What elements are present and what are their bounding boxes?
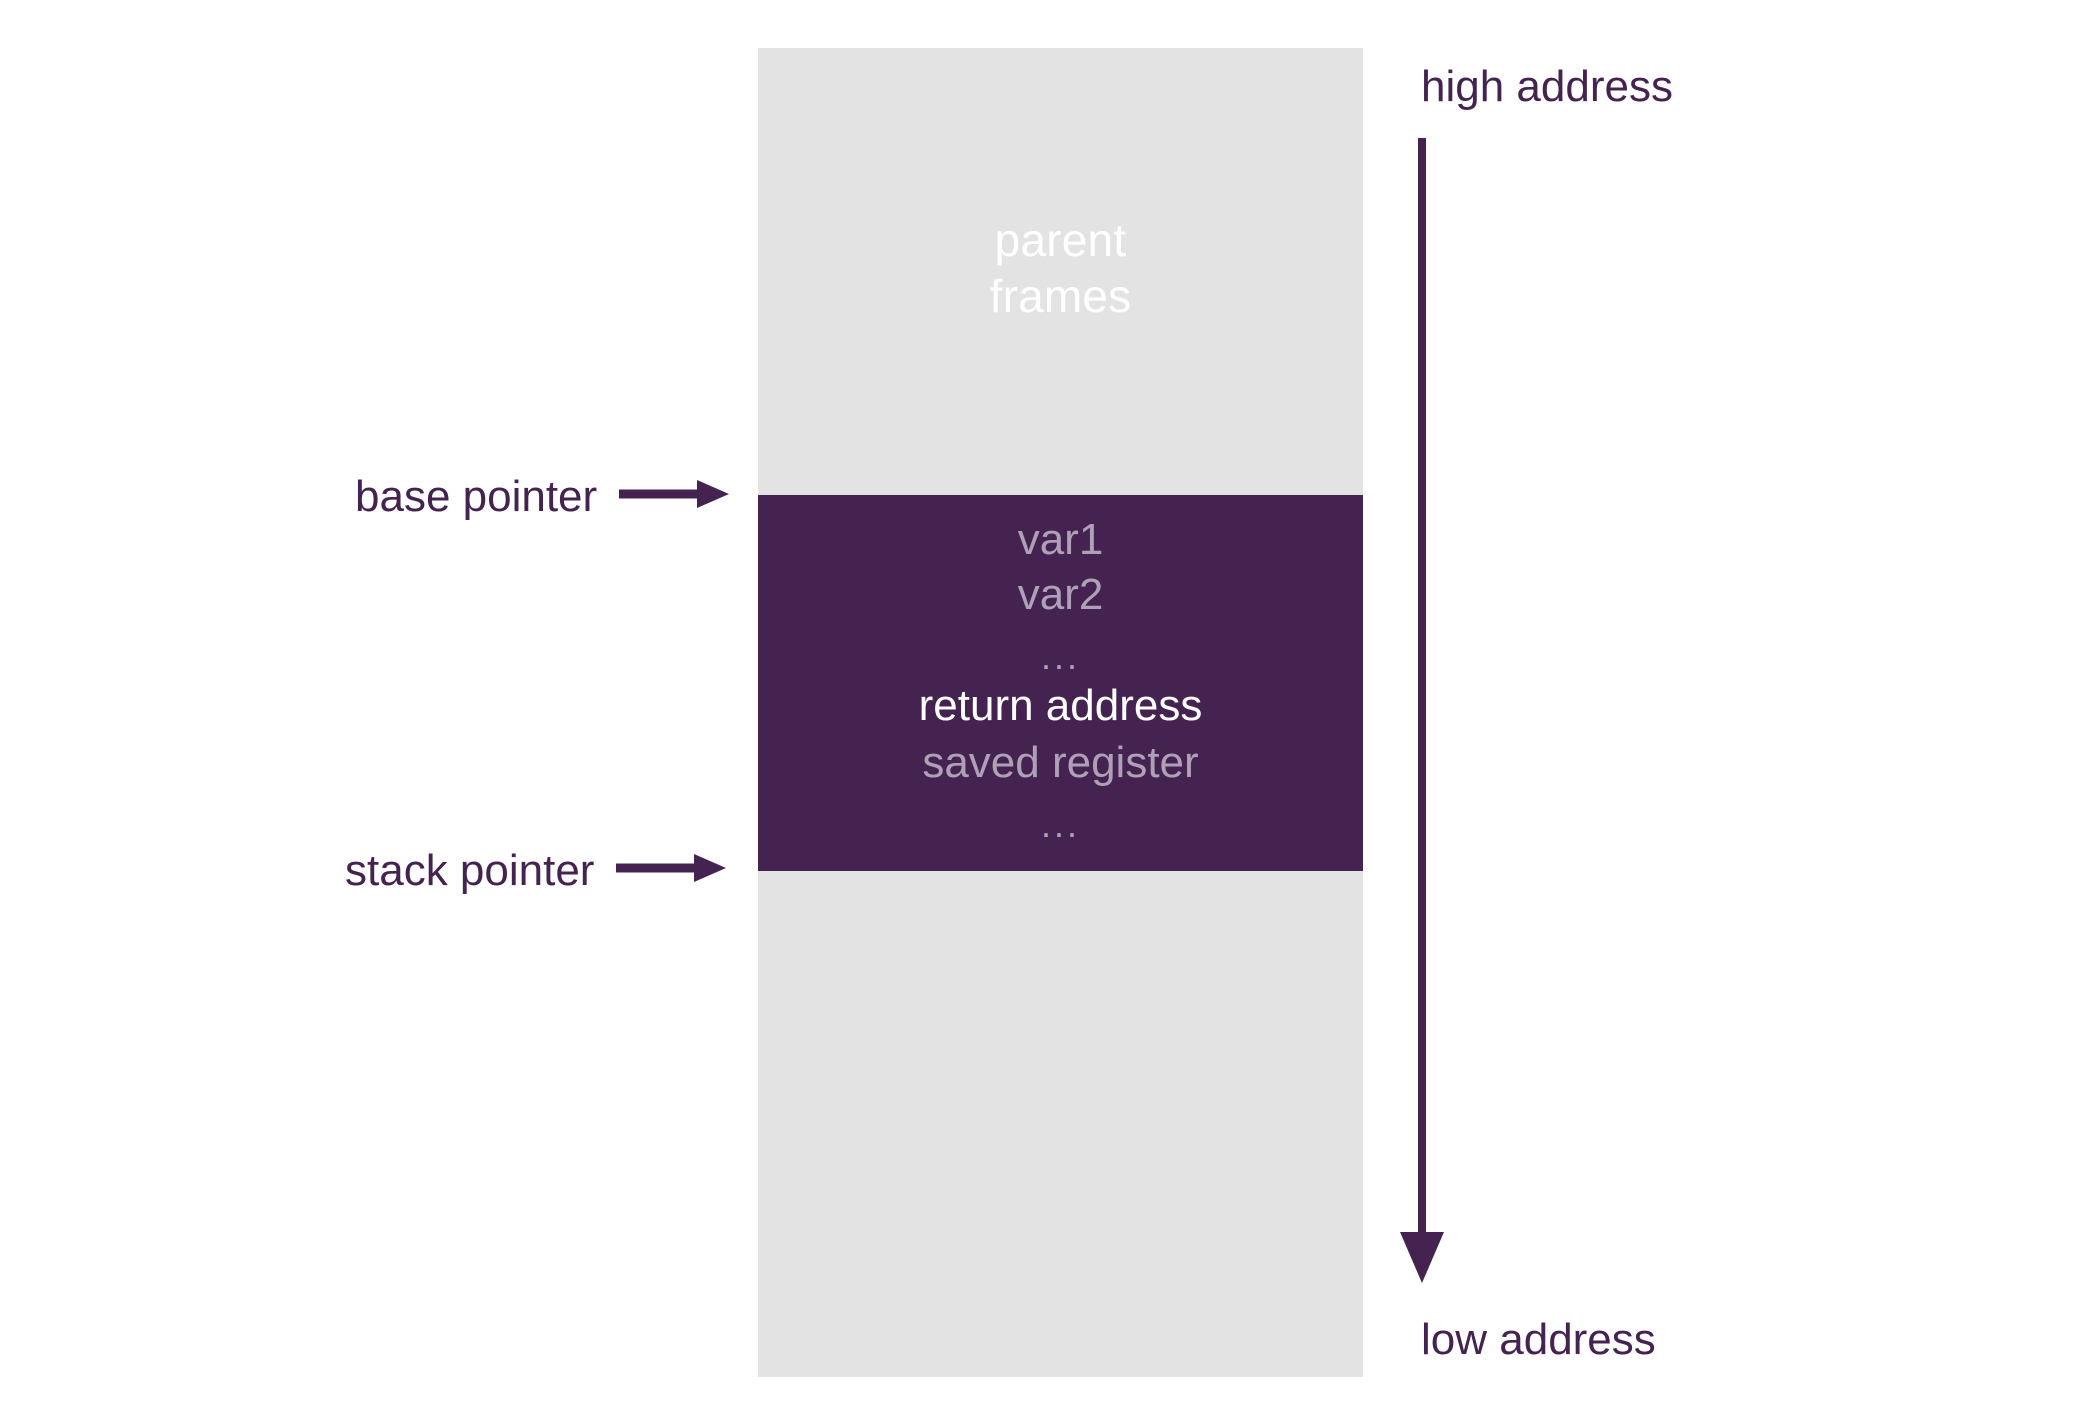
parent-frames-label: parent frames <box>758 212 1363 324</box>
frame-row-ellipsis-bottom: ... <box>1040 804 1080 845</box>
base-pointer-annotation: base pointer <box>355 467 730 527</box>
low-address-label: low address <box>1421 1315 1656 1364</box>
parent-frames-line-1: parent <box>994 214 1127 266</box>
high-address-label: high address <box>1421 62 1673 111</box>
frame-row-saved-register: saved register <box>922 738 1199 787</box>
stack-pointer-label: stack pointer <box>345 846 595 895</box>
frame-row-ellipsis-top: ... <box>1040 636 1080 677</box>
stack-pointer-annotation: stack pointer <box>345 841 727 901</box>
frame-row-return-address: return address <box>918 681 1203 730</box>
arrow-right-icon <box>616 846 727 896</box>
base-pointer-label: base pointer <box>355 472 598 521</box>
arrow-right-icon <box>619 472 730 522</box>
arrow-down-icon <box>1398 138 1446 1288</box>
parent-frames-line-2: frames <box>989 270 1132 322</box>
current-stack-frame: var1 var2 ... return address saved regis… <box>758 495 1363 871</box>
frame-row-var2: var2 <box>1017 570 1104 619</box>
frame-row-var1: var1 <box>1017 515 1104 564</box>
